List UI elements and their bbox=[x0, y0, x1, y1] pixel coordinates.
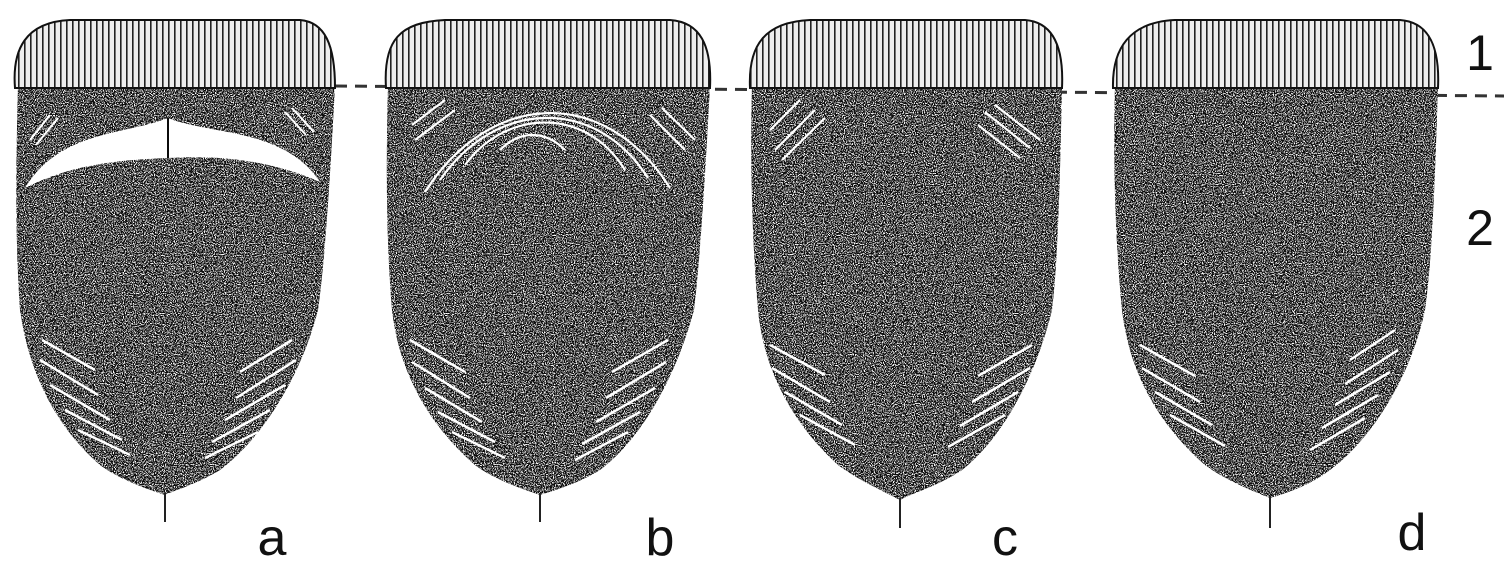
feather-b-body bbox=[387, 85, 710, 495]
feather-label-c: c bbox=[992, 509, 1018, 562]
feather-c bbox=[750, 20, 1062, 528]
feather-c-tip bbox=[750, 20, 1062, 88]
feather-d-tip bbox=[1113, 20, 1438, 88]
feather-label-d: d bbox=[1398, 504, 1427, 562]
feather-a-tip bbox=[15, 20, 335, 88]
feather-c-body bbox=[751, 85, 1062, 500]
feather-d bbox=[1113, 20, 1438, 528]
feather-a bbox=[15, 20, 335, 522]
feather-b-tip bbox=[386, 20, 711, 88]
feather-label-a: a bbox=[258, 509, 287, 562]
zone-label-2: 2 bbox=[1466, 200, 1494, 256]
feather-b bbox=[386, 20, 711, 522]
feather-label-b: b bbox=[646, 509, 675, 562]
feather-d-body bbox=[1114, 85, 1438, 498]
zone-label-1: 1 bbox=[1466, 25, 1494, 81]
